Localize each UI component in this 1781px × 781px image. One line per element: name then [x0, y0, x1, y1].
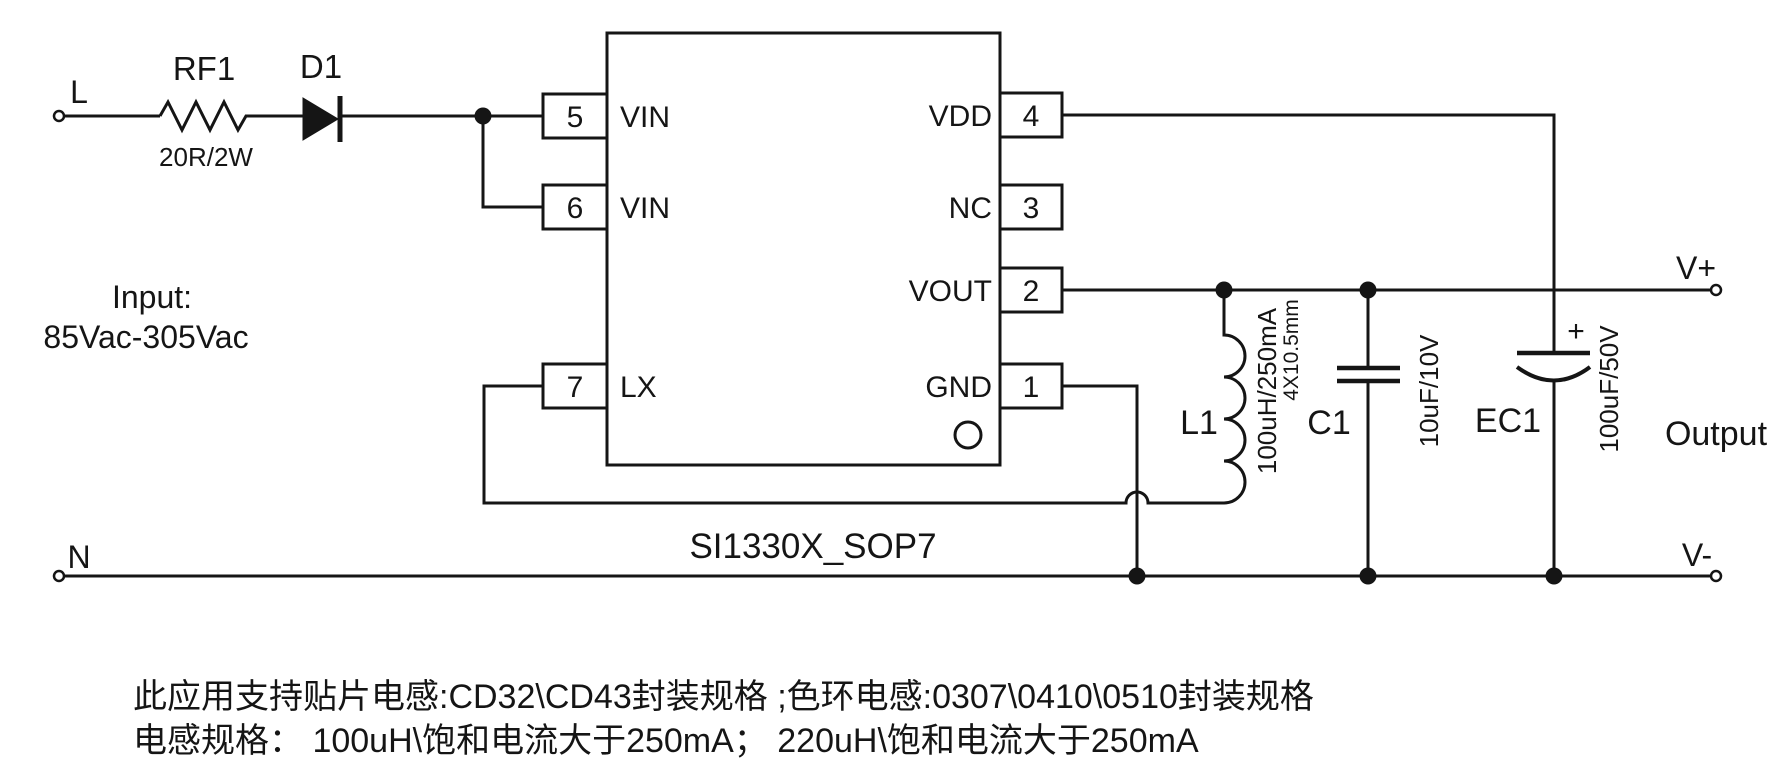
pin-box-7 — [541, 362, 609, 410]
capacitor-c1: C1 10uF/10V — [1307, 334, 1444, 447]
pin-number-3: 3 — [1023, 192, 1040, 225]
chip-pin-name-nc: NC — [949, 192, 992, 225]
chip-pin-name-gnd: GND — [925, 371, 992, 404]
terminal-neutral — [52, 569, 66, 583]
resistor-rf1: RF1 20R/2W — [158, 50, 253, 172]
pin-box-1 — [998, 362, 1064, 410]
inductor-ref-label: L1 — [1180, 404, 1218, 442]
pin-box-5 — [541, 92, 609, 140]
ec1-polarity-plus: + — [1567, 315, 1585, 348]
terminal-vplus — [1709, 283, 1723, 297]
pin-box-3 — [998, 183, 1064, 231]
terminals: L N V+ V- — [52, 74, 1723, 583]
wire-vdd-to-ec1 — [1062, 113, 1556, 351]
chip-pin1-indicator-circle — [953, 420, 983, 450]
output-label: Output — [1665, 415, 1768, 453]
chip-right-pin-boxes: 4 3 2 1 — [998, 91, 1064, 410]
terminal-vminus — [1709, 569, 1723, 583]
chip-pin-name-vout: VOUT — [909, 275, 992, 308]
input-note-title: Input: — [112, 279, 192, 315]
junction-rail-c1 — [1359, 567, 1377, 585]
pin-number-7: 7 — [567, 371, 584, 404]
ec1-plate-curved — [1515, 365, 1592, 383]
junction-rail-ec1 — [1545, 567, 1563, 585]
wires — [64, 113, 1711, 578]
pin-number-4: 4 — [1023, 100, 1040, 133]
inductor-value-label: 100uH/250mA — [1252, 307, 1282, 474]
c1-value-label: 10uF/10V — [1414, 334, 1444, 447]
ec1-ref-label: EC1 — [1475, 402, 1541, 440]
c1-ref-label: C1 — [1307, 404, 1350, 442]
chip-part-label: SI1330X_SOP7 — [689, 527, 936, 566]
wire-gnd-down — [1062, 384, 1139, 576]
pin-number-5: 5 — [567, 101, 584, 134]
footnotes: 此应用支持贴片电感:CD32\CD43封装规格 ;色环电感:0307\0410\… — [133, 678, 1314, 760]
resistor-ref-label: RF1 — [173, 50, 235, 87]
chip-pin-name-vdd: VDD — [929, 100, 992, 133]
junction-vout-c1 — [1359, 281, 1377, 299]
pin-box-4 — [998, 91, 1064, 139]
junction-dots — [474, 107, 1563, 585]
chip-pin-name-vin6: VIN — [620, 192, 670, 225]
pin-number-2: 2 — [1023, 275, 1040, 308]
junction-vin — [474, 107, 492, 125]
chip-si1330x: VIN VIN LX VDD NC VOUT GND SI1330X_SOP7 — [605, 31, 1002, 566]
chip-left-pin-boxes: 5 6 7 — [541, 92, 609, 410]
pin-number-6: 6 — [567, 192, 584, 225]
chip-pin-name-vin5: VIN — [620, 101, 670, 134]
diode-ref-label: D1 — [300, 48, 342, 85]
terminal-neutral-label: N — [67, 539, 90, 575]
terminal-vminus-label: V- — [1682, 537, 1712, 573]
diode-triangle — [302, 97, 339, 141]
footnote-line2: 电感规格： 100uH\饱和电流大于250mA； 220uH\饱和电流大于250… — [133, 722, 1199, 760]
wire-lx-return — [482, 384, 1224, 505]
wire-junction-to-pin6 — [481, 116, 543, 209]
chip-pin-name-lx: LX — [620, 371, 657, 404]
terminal-live-label: L — [70, 74, 88, 110]
inductor-size-label: 4X10.5mm — [1280, 299, 1303, 401]
junction-rail-gnd — [1128, 567, 1146, 585]
resistor-value-label: 20R/2W — [159, 142, 253, 172]
chip-body — [605, 31, 1002, 467]
diode-d1: D1 — [300, 48, 343, 142]
terminal-live — [52, 109, 66, 123]
resistor-zigzag — [158, 98, 252, 134]
inductor-l1: L1 100uH/250mA 4X10.5mm — [1180, 290, 1303, 505]
pin-number-1: 1 — [1023, 371, 1040, 404]
input-note-range: 85Vac-305Vac — [43, 319, 248, 355]
capacitor-ec1: + EC1 100uF/50V — [1475, 315, 1624, 453]
pin-box-6 — [541, 183, 609, 231]
annotations: Input: 85Vac-305Vac Output — [43, 279, 1767, 453]
pin-box-2 — [998, 266, 1064, 314]
footnote-line1: 此应用支持贴片电感:CD32\CD43封装规格 ;色环电感:0307\0410\… — [133, 678, 1314, 716]
junction-vout-l1 — [1215, 281, 1233, 299]
terminal-vplus-label: V+ — [1676, 250, 1716, 286]
inductor-coil — [1222, 290, 1247, 505]
ec1-value-label: 100uF/50V — [1594, 325, 1624, 453]
